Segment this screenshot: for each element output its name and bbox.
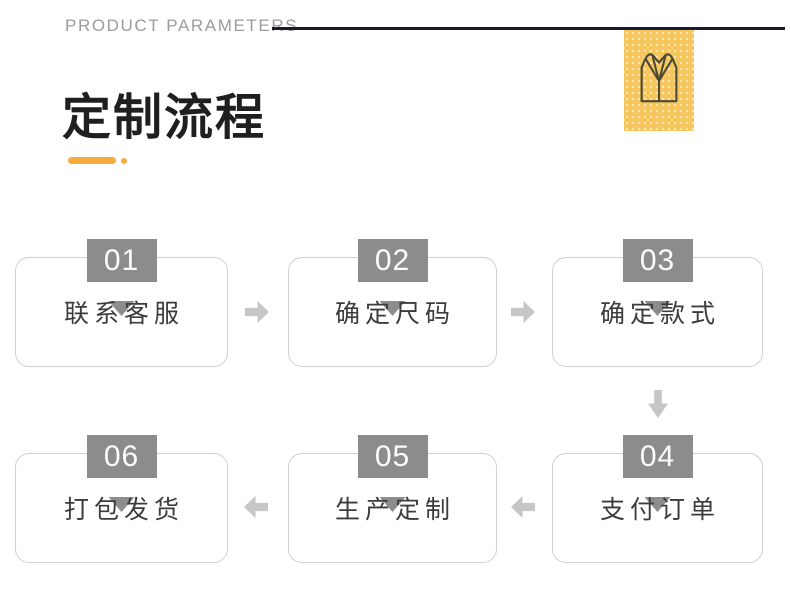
step-card-04: 04 支付订单 (552, 435, 763, 563)
page-title: 定制流程 (62, 91, 267, 145)
step-number-badge: 02 (357, 239, 428, 282)
fabric-swatch-chip (624, 30, 694, 131)
step-card-02: 02 确定尺码 (288, 239, 497, 367)
eyebrow-title: PRODUCT PARAMETERS (65, 16, 299, 35)
step-card-01: 01 联系客服 (15, 239, 228, 367)
vest-icon (635, 51, 683, 110)
step-number: 06 (103, 439, 140, 473)
header-rule (272, 27, 785, 30)
flow-arrow-left-icon (244, 496, 268, 518)
flow-arrow-down-icon (648, 390, 668, 418)
title-accent-dot (121, 158, 127, 164)
step-label: 联系客服 (63, 300, 184, 328)
step-label: 打包发货 (63, 496, 184, 524)
step-label: 确定尺码 (334, 300, 455, 328)
step-number: 01 (103, 243, 140, 277)
step-label: 支付订单 (599, 496, 720, 524)
step-card-06: 06 打包发货 (15, 435, 228, 563)
step-number-badge: 05 (357, 435, 428, 478)
step-number: 03 (639, 243, 676, 277)
step-number-badge: 01 (86, 239, 157, 282)
step-number-badge: 06 (86, 435, 157, 478)
step-number: 05 (374, 439, 411, 473)
step-number-badge: 03 (622, 239, 693, 282)
step-number: 04 (639, 439, 676, 473)
step-label: 生产定制 (334, 496, 455, 524)
step-card-05: 05 生产定制 (288, 435, 497, 563)
step-number: 02 (374, 243, 411, 277)
step-label: 确定款式 (599, 300, 720, 328)
flow-arrow-right-icon (245, 301, 269, 323)
step-card-03: 03 确定款式 (552, 239, 763, 367)
step-number-badge: 04 (622, 435, 693, 478)
flow-arrow-left-icon (511, 496, 535, 518)
flow-arrow-right-icon (511, 301, 535, 323)
title-accent-dash (68, 157, 116, 164)
